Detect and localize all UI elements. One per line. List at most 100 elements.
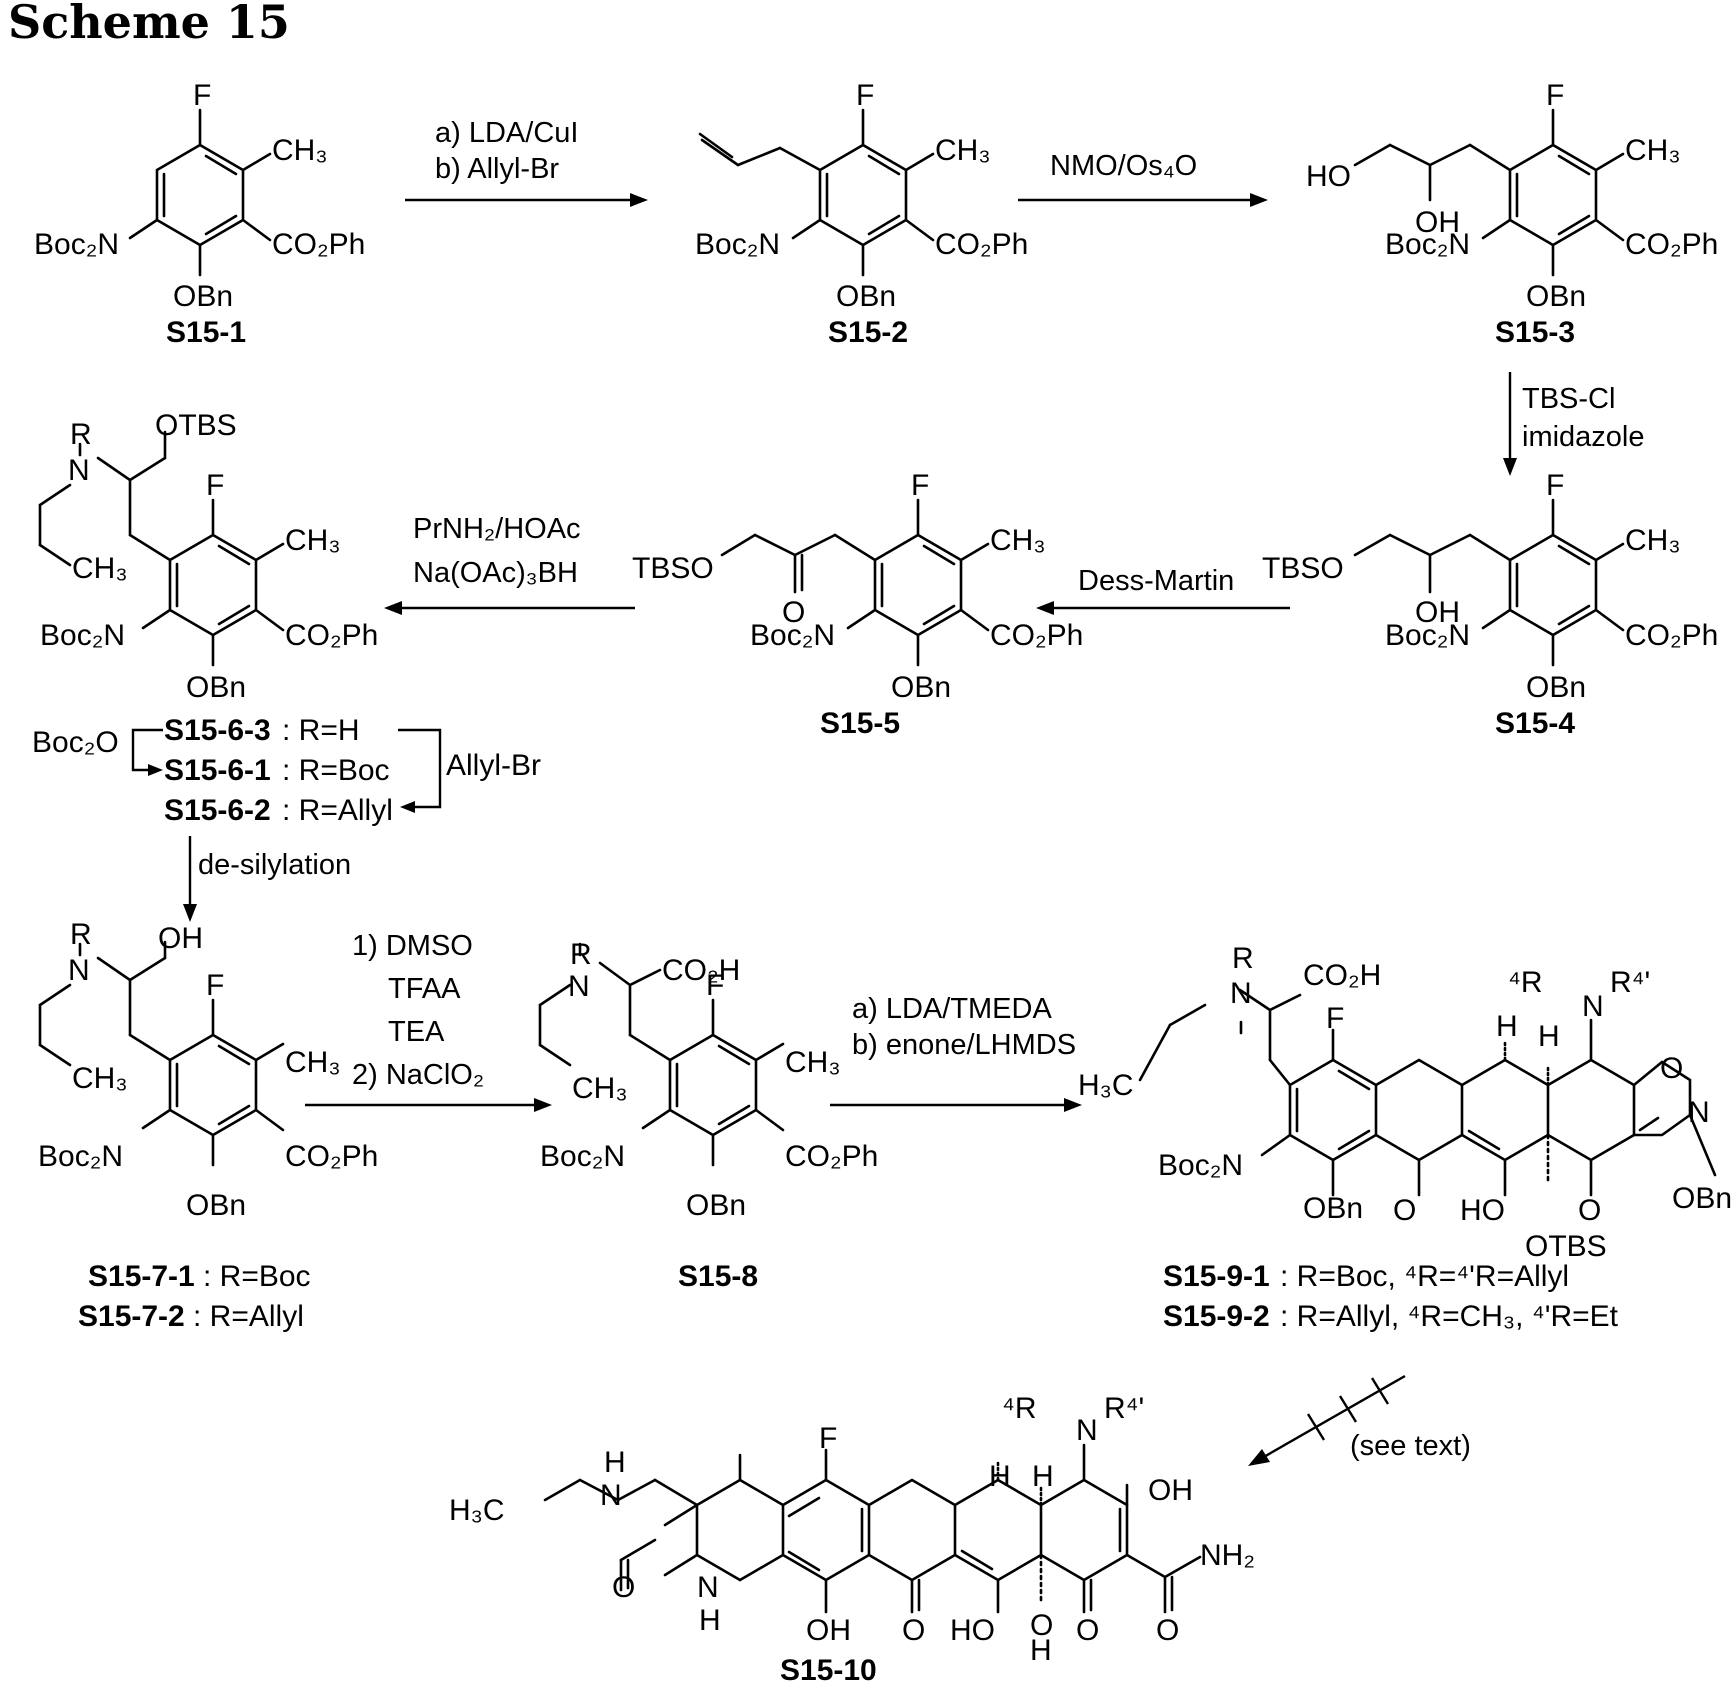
compound-substituent-label: : R=Boc: [282, 754, 390, 787]
compound-id-s15-9-2: S15-9-2: [1163, 1300, 1270, 1333]
compound-list-s15-7: S15-7-1 : R=Boc S15-7-2 : R=Allyl: [78, 1260, 311, 1333]
atom-label: N: [1582, 990, 1604, 1023]
compound-id-s15-5: S15-5: [820, 707, 900, 740]
condition-step7: de-silylation: [198, 849, 351, 881]
atom-label: OBn: [1672, 1182, 1732, 1215]
reaction-arrow-1: a) LDA/CuI b) Allyl-Br: [405, 117, 648, 207]
structure-s15-1: F CH₃ CO₂Ph Boc₂N OBn S15-1: [34, 79, 365, 349]
condition-step8-1: 1) DMSO: [352, 930, 473, 962]
atom-label: R⁴': [1610, 966, 1650, 999]
atom-label: OBn: [686, 1189, 746, 1222]
atom-label: OBn: [836, 280, 896, 313]
atom-label: CO₂Ph: [285, 1140, 378, 1173]
atom-label: Boc₂N: [34, 228, 119, 261]
atom-label: OBn: [1303, 1192, 1363, 1225]
atom-label: N: [697, 1571, 719, 1604]
atom-label: O: [902, 1614, 925, 1647]
condition-step1-a: a) LDA/CuI: [435, 117, 578, 149]
atom-label: OBn: [891, 671, 951, 704]
atom-label: CO₂H: [662, 954, 740, 987]
atom-label: NH₂: [1200, 1539, 1255, 1572]
atom-label: F: [206, 469, 224, 502]
compound-substituent-label: : R=Allyl: [282, 794, 393, 827]
compound-id-s15-7-2: S15-7-2: [78, 1300, 185, 1333]
atom-label: O: [782, 596, 805, 629]
atom-label: OTBS: [155, 409, 237, 442]
atom-label: N: [68, 954, 90, 987]
atom-label: CH₃: [1625, 134, 1681, 167]
structure-s15-7: F CH₃ CO₂Ph Boc₂N OBn OH R N CH₃: [38, 918, 378, 1222]
compound-substituent-label: : R=Boc: [203, 1260, 311, 1293]
atom-label: F: [819, 1422, 837, 1455]
reaction-arrow-4: Dess-Martin: [1036, 565, 1290, 615]
atom-label: H: [1030, 1634, 1052, 1667]
atom-label: O: [1393, 1194, 1416, 1227]
atom-label: F: [1546, 79, 1564, 112]
atom-label: H: [699, 1604, 721, 1637]
atom-label: CH₃: [572, 1072, 628, 1105]
atom-label: CH₃: [272, 134, 328, 167]
condition-step8-4: 2) NaClO₂: [352, 1059, 484, 1091]
compound-id-s15-3: S15-3: [1495, 316, 1575, 349]
compound-list-s15-9: S15-9-1 : R=Boc, ⁴R=⁴'R=Allyl S15-9-2 : …: [1163, 1260, 1619, 1333]
atom-label: O: [612, 1571, 635, 1604]
compound-id-s15-6-2: S15-6-2: [164, 794, 271, 827]
atom-label: CO₂Ph: [272, 228, 365, 261]
compound-id-s15-9-1: S15-9-1: [1163, 1260, 1270, 1293]
structure-s15-9: F Boc₂N OBn O HO O OTBS OBn O N H₃C N R …: [1078, 942, 1732, 1263]
atom-label: CH₃: [785, 1046, 841, 1079]
condition-step5-b: Na(OAc)₃BH: [413, 557, 578, 589]
atom-label: Boc₂N: [40, 619, 125, 652]
reaction-arrow-7: de-silylation: [183, 836, 351, 922]
atom-label: CH₃: [990, 524, 1046, 557]
atom-label: H: [989, 1460, 1011, 1493]
atom-label: N: [568, 970, 590, 1003]
structure-s15-8: F CH₃ CO₂Ph Boc₂N OBn CO₂H R N CH₃ S15-8: [540, 938, 878, 1293]
compound-id-s15-8: S15-8: [678, 1260, 758, 1293]
atom-label: CH₃: [72, 1062, 128, 1095]
reaction-arrow-10: (see text): [1248, 1376, 1471, 1466]
compound-id-s15-10: S15-10: [780, 1654, 877, 1687]
compound-id-s15-7-1: S15-7-1: [88, 1260, 195, 1293]
atom-label: O: [1660, 1052, 1683, 1085]
atom-label: N: [1076, 1414, 1098, 1447]
compound-id-s15-6-1: S15-6-1: [164, 754, 271, 787]
atom-label: F: [1326, 1002, 1344, 1035]
atom-label: OH: [1148, 1474, 1193, 1507]
condition-step9-b: b) enone/LHMDS: [852, 1029, 1076, 1061]
condition-step8-2: TFAA: [388, 973, 461, 1005]
atom-label: OH: [1415, 596, 1460, 629]
atom-label: R⁴': [1104, 1392, 1144, 1425]
reaction-arrow-9: a) LDA/TMEDA b) enone/LHMDS: [830, 993, 1082, 1112]
atom-label: H: [1032, 1460, 1054, 1493]
reagent-boc2o: Boc₂O: [32, 726, 119, 759]
structure-s15-5: F CH₃ CO₂Ph Boc₂N OBn TBSO O S15-5: [632, 469, 1083, 740]
atom-label: F: [206, 969, 224, 1002]
condition-step3-a: TBS-Cl: [1522, 383, 1615, 415]
atom-label: OTBS: [1525, 1230, 1607, 1263]
atom-label: Boc₂N: [540, 1140, 625, 1173]
atom-label: ⁴R: [1002, 1392, 1037, 1425]
atom-label: R: [570, 938, 592, 971]
reaction-arrow-3: TBS-Cl imidazole: [1503, 372, 1645, 476]
compound-substituent-label: : R=Allyl: [193, 1300, 304, 1333]
compound-id-s15-6-3: S15-6-3: [164, 714, 271, 747]
atom-label: Boc₂N: [695, 228, 780, 261]
atom-label: OH: [158, 922, 203, 955]
atom-label: CH₃: [1625, 524, 1681, 557]
atom-label: CH₃: [935, 134, 991, 167]
structure-s15-6: F CH₃ CO₂Ph Boc₂N OBn OTBS R N CH₃: [40, 409, 378, 704]
atom-label: H: [1538, 1020, 1560, 1053]
condition-step9-a: a) LDA/TMEDA: [852, 993, 1052, 1025]
atom-label: O: [1578, 1194, 1601, 1227]
condition-step2: NMO/Os₄O: [1050, 150, 1197, 182]
atom-label: H₃C: [449, 1494, 505, 1527]
reaction-arrow-2: NMO/Os₄O: [1018, 150, 1268, 207]
atom-label: Boc₂N: [38, 1140, 123, 1173]
scheme-title: Scheme 15: [8, 0, 290, 49]
compound-id-s15-2: S15-2: [828, 316, 908, 349]
atom-label: CO₂H: [1303, 959, 1381, 992]
atom-label: CO₂Ph: [285, 619, 378, 652]
compound-substituent-label: : R=Allyl, ⁴R=CH₃, ⁴'R=Et: [1280, 1300, 1619, 1333]
atom-label: CO₂Ph: [785, 1140, 878, 1173]
